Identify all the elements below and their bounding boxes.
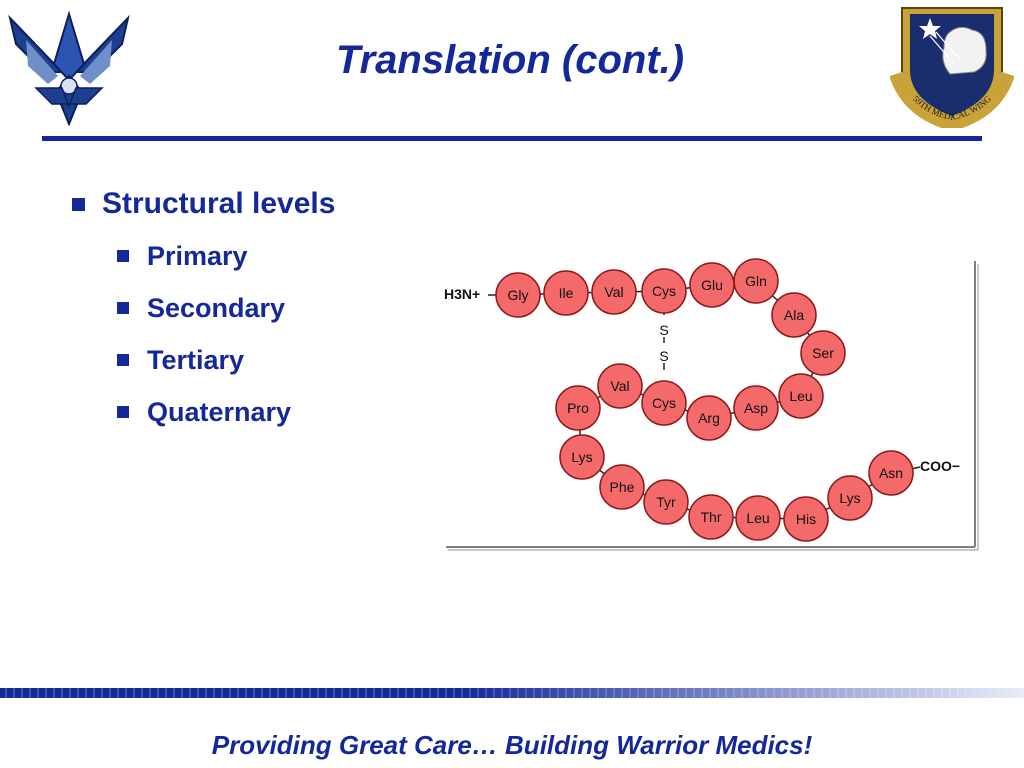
amino-acid-residue: Ser	[800, 330, 846, 376]
residue-label: Ile	[559, 285, 574, 301]
amino-acid-residue: Lys	[559, 434, 605, 480]
amino-acid-residue: Leu	[735, 495, 781, 541]
bullet-square-icon	[117, 250, 129, 262]
title-divider	[42, 136, 982, 141]
residue-circle	[597, 363, 643, 409]
residue-label: His	[796, 511, 816, 527]
residue-circle	[559, 434, 605, 480]
residue-label: Val	[604, 284, 623, 300]
residue-label: Asp	[744, 400, 768, 416]
amino-acid-residue: Ala	[771, 292, 817, 338]
amino-acid-residue: Asn	[868, 450, 914, 496]
residue-label: Leu	[746, 510, 769, 526]
residue-circle	[641, 268, 687, 314]
medical-wing-seal-icon: 59TH MEDICAL WING	[890, 7, 1014, 128]
sulfur-label: S	[659, 322, 668, 338]
amino-acid-residue: Arg	[686, 395, 732, 441]
sub-bullet-tertiary: Tertiary	[117, 334, 335, 386]
amino-acid-residue: Ile	[543, 270, 589, 316]
residue-circle	[735, 495, 781, 541]
bullet-structural-levels: Structural levels	[72, 184, 335, 224]
amino-acid-residue: Asp	[733, 385, 779, 431]
amino-acid-residue: Lys	[827, 475, 873, 521]
footer-tagline: Providing Great Care… Building Warrior M…	[211, 730, 813, 760]
bullet-square-icon	[117, 302, 129, 314]
residue-label: Leu	[789, 388, 812, 404]
disulfide-bridge: S S	[659, 307, 669, 370]
amino-acid-residue: Phe	[599, 464, 645, 510]
n-terminus-label: H3N+	[444, 286, 480, 302]
amino-acid-residue: Val	[597, 363, 643, 409]
residue-label: Pro	[567, 400, 589, 416]
amino-acid-residue: Glu	[689, 262, 735, 308]
slide-title: Translation (cont.)	[335, 38, 685, 82]
residue-circle	[771, 292, 817, 338]
residue-circle	[783, 496, 829, 542]
sulfur-label: S	[659, 348, 668, 364]
amino-acid-residue: Thr	[688, 494, 734, 540]
residue-circle	[733, 258, 779, 304]
residue-circle	[688, 494, 734, 540]
residue-label: Glu	[701, 277, 723, 293]
residue-label: Lys	[571, 449, 592, 465]
residue-label: Thr	[701, 509, 722, 525]
residue-label: Cys	[652, 283, 676, 299]
residue-circle	[868, 450, 914, 496]
residue-label: Ala	[784, 307, 804, 323]
bullet-list: Structural levels Primary Secondary Tert…	[72, 184, 335, 438]
residue-circle	[778, 373, 824, 419]
amino-acid-residue: Tyr	[643, 479, 689, 525]
residue-circle	[686, 395, 732, 441]
air-force-logo-icon	[8, 10, 130, 126]
residue-circle	[643, 479, 689, 525]
residue-circle	[800, 330, 846, 376]
bullet-text: Structural levels	[102, 187, 336, 220]
sub-bullet-secondary: Secondary	[117, 282, 335, 334]
sub-bullet-primary: Primary	[117, 230, 335, 282]
residue-circle	[827, 475, 873, 521]
amino-acid-residue: Gly	[495, 272, 541, 318]
residue-label: Ser	[812, 345, 834, 361]
bullet-square-icon	[117, 406, 129, 418]
amino-acid-residue: Cys	[641, 380, 687, 426]
amino-acid-residue: Pro	[555, 385, 601, 431]
residue-circle	[733, 385, 779, 431]
sub-bullet-quaternary: Quaternary	[117, 386, 335, 438]
residue-label: Gly	[508, 287, 529, 303]
sub-bullet-text: Tertiary	[147, 344, 245, 375]
amino-acid-residue: His	[783, 496, 829, 542]
residue-circle	[495, 272, 541, 318]
residue-label: Gln	[745, 273, 767, 289]
residue-circle	[591, 269, 637, 315]
sub-bullet-text: Quaternary	[147, 396, 292, 427]
c-terminus-label: COO−	[920, 458, 960, 474]
amino-acid-residue: Cys	[641, 268, 687, 314]
residue-label: Asn	[879, 465, 903, 481]
footer-band	[0, 688, 1024, 698]
residue-circle	[543, 270, 589, 316]
bullet-square-icon	[117, 354, 129, 366]
amino-acid-residue: Gln	[733, 258, 779, 304]
residue-label: Lys	[839, 490, 860, 506]
residue-label: Val	[610, 378, 629, 394]
sub-bullet-text: Primary	[147, 240, 248, 271]
residue-label: Arg	[698, 410, 720, 426]
bullet-square-icon	[72, 197, 85, 211]
residue-label: Cys	[652, 395, 676, 411]
residue-circle	[555, 385, 601, 431]
residue-label: Tyr	[656, 494, 676, 510]
residue-circle	[599, 464, 645, 510]
amino-acid-residue: Val	[591, 269, 637, 315]
amino-acid-residue: Leu	[778, 373, 824, 419]
residue-circle	[641, 380, 687, 426]
sub-bullet-text: Secondary	[147, 292, 286, 323]
residue-label: Phe	[610, 479, 635, 495]
